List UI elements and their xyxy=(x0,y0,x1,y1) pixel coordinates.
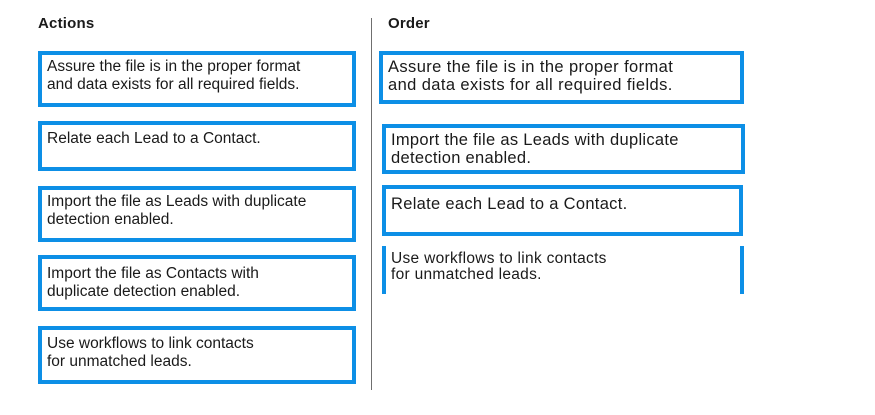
action-item-verify-file-format[interactable]: Assure the file is in the proper format … xyxy=(38,51,356,107)
actions-heading: Actions xyxy=(38,15,95,32)
order-item-2[interactable]: Import the file as Leads with duplicate … xyxy=(382,124,745,174)
order-item-4[interactable]: Use workflows to link contacts for unmat… xyxy=(382,246,744,294)
action-item-import-as-leads[interactable]: Import the file as Leads with duplicate … xyxy=(38,186,356,242)
order-item-3[interactable]: Relate each Lead to a Contact. xyxy=(382,185,743,236)
action-item-import-as-contacts[interactable]: Import the file as Contacts with duplica… xyxy=(38,255,356,311)
column-divider xyxy=(371,18,372,390)
action-item-use-workflows[interactable]: Use workflows to link contacts for unmat… xyxy=(38,326,356,384)
order-heading: Order xyxy=(388,15,430,32)
order-item-1[interactable]: Assure the file is in the proper format … xyxy=(379,51,744,104)
action-item-relate-lead-to-contact[interactable]: Relate each Lead to a Contact. xyxy=(38,121,356,171)
